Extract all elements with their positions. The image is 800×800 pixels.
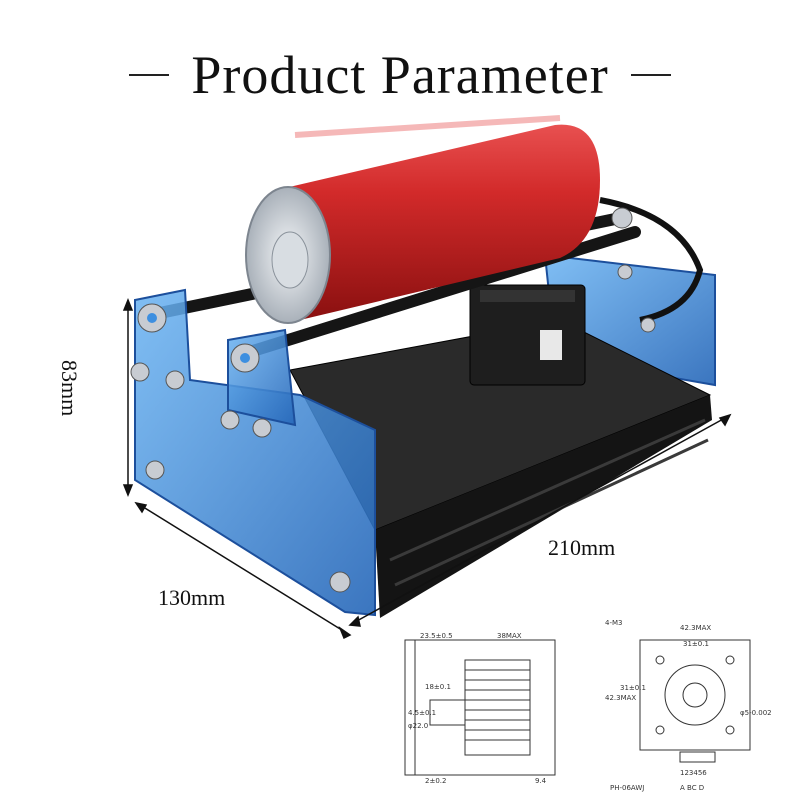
side-dim-6: 2±0.2 [425, 777, 446, 785]
side-dim-7: 9.4 [535, 777, 547, 785]
width-dimension: 130mm [158, 585, 226, 610]
front-dim-4: 42.3MAX [605, 694, 636, 702]
title-right-dash [630, 74, 671, 76]
side-dim-2: 38MAX [497, 632, 522, 640]
front-dim-1: 4-M3 [605, 619, 622, 627]
rail-front-face [375, 395, 712, 618]
front-dim-9: A BC D [680, 784, 704, 792]
length-dimension: 210mm [548, 535, 616, 560]
left-acrylic-plate [134, 288, 376, 617]
technical-drawing-side [404, 639, 556, 776]
front-dim-8: 123456 [680, 769, 707, 777]
front-dim-5: 31±0.1 [620, 684, 646, 692]
side-dim-5: φ22.0 [408, 722, 428, 730]
page-title: Product Parameter [191, 45, 609, 105]
front-dim-7: PH-06AWJ [610, 784, 644, 792]
side-dim-4: 4.5±0.1 [408, 709, 436, 717]
technical-drawing-front [639, 639, 751, 763]
title-bar: Product Parameter [0, 30, 800, 120]
bearings [130, 207, 656, 593]
height-dimension: 83mm [57, 360, 82, 417]
front-dim-6: φ5-0.002 [740, 709, 772, 717]
side-dim-3: 18±0.1 [425, 683, 451, 691]
title-left-dash [129, 74, 170, 76]
drive-belt [599, 197, 704, 323]
side-dim-1: 23.5±0.5 [420, 632, 453, 640]
front-dim-3: 31±0.1 [683, 640, 709, 648]
dimension-arrows [122, 297, 732, 640]
aluminum-can [285, 124, 600, 320]
front-dim-2: 42.3MAX [680, 624, 711, 632]
